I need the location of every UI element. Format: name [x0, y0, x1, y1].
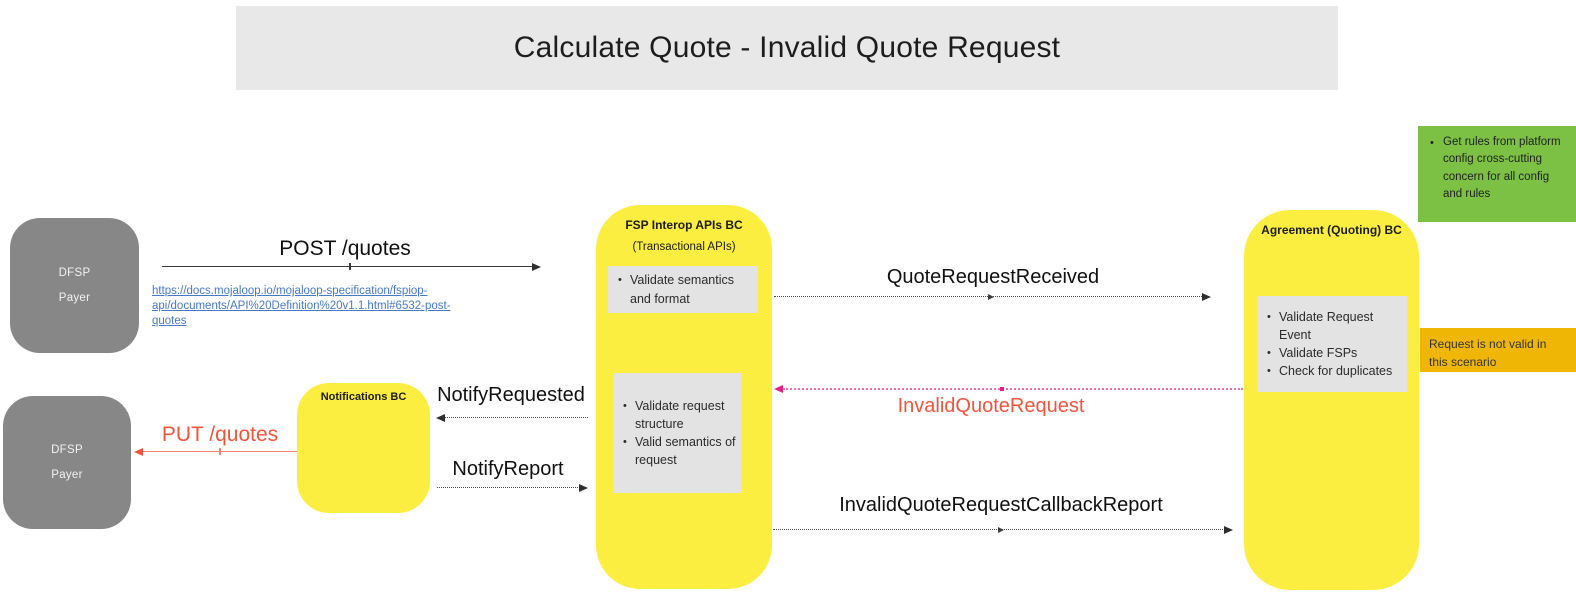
arrowhead-right-icon	[1224, 526, 1233, 534]
message-label-put-quotes: PUT /quotes	[161, 423, 279, 446]
task-item: Validate FSPs	[1267, 344, 1407, 362]
page-title: Calculate Quote - Invalid Quote Request	[513, 31, 1061, 64]
arrowhead-left-icon	[134, 448, 143, 456]
actor-dfsp-payer-bottom[interactable]: DFSP Payer	[3, 396, 131, 529]
message-label-notify-report: NotifyReport	[452, 458, 564, 480]
component-subtitle: (Transactional APIs)	[632, 241, 736, 253]
note-text: Request is not valid in this scenario	[1429, 337, 1547, 369]
task-item: Validate Request Event	[1267, 308, 1407, 344]
actor-name: DFSP	[51, 444, 83, 456]
component-title: Notifications BC	[320, 391, 407, 403]
message-label-post-quotes: POST /quotes	[279, 237, 411, 260]
arrow-mid-tick	[998, 527, 1004, 533]
arrow-mid-tick	[1000, 387, 1004, 391]
message-label-invalid-quote-request: InvalidQuoteRequest	[897, 395, 1085, 417]
notify-requested-arrow-line	[443, 417, 588, 418]
arrowhead-right-icon	[579, 484, 588, 492]
spec-link-line1: https://docs.mojaloop.io/mojaloop-specif…	[152, 285, 428, 297]
component-fsp-interop-apis-bc[interactable]: FSP Interop APIs BC (Transactional APIs)…	[596, 205, 772, 589]
task-item: Check for duplicates	[1267, 362, 1407, 380]
arrow-mid-tick	[219, 448, 221, 455]
component-agreement-quoting-bc[interactable]: Agreement (Quoting) BC Validate Request …	[1244, 210, 1419, 590]
message-label-notify-requested: NotifyRequested	[437, 384, 585, 406]
task-panel-validate-request[interactable]: Validate request structure Valid semanti…	[613, 373, 741, 493]
component-title: Agreement (Quoting) BC	[1261, 223, 1402, 237]
actor-name: DFSP	[58, 267, 91, 279]
arrowhead-right-icon	[1202, 293, 1211, 301]
arrowhead-left-icon	[774, 385, 783, 393]
actor-role: Payer	[51, 469, 83, 481]
note-green-rules[interactable]: Get rules from platform config cross-cut…	[1418, 126, 1576, 222]
task-panel-validate-semantics[interactable]: Validate semantics and format	[608, 266, 758, 313]
message-label-invalid-quote-request-callback-report: InvalidQuoteRequestCallbackReport	[839, 494, 1163, 516]
arrow-mid-tick	[349, 263, 351, 270]
invalid-quote-request-arrow-line	[783, 388, 1243, 390]
actor-dfsp-payer-top[interactable]: DFSP Payer	[10, 218, 139, 353]
component-notifications-bc[interactable]: Notifications BC	[297, 383, 430, 513]
notify-report-arrow-line	[437, 487, 580, 488]
task-item: Validate semantics and format	[618, 271, 758, 307]
component-title: FSP Interop APIs BC	[625, 218, 743, 232]
spec-link-line2: api/documents/API%20Definition%20v1.1.ht…	[152, 300, 451, 327]
task-item: Valid semantics of request	[623, 433, 741, 469]
arrowhead-left-icon	[436, 414, 445, 422]
arrowhead-right-icon	[532, 263, 541, 271]
spec-link[interactable]: https://docs.mojaloop.io/mojaloop-specif…	[152, 284, 482, 329]
task-panel-agreement-validations[interactable]: Validate Request Event Validate FSPs Che…	[1257, 296, 1407, 392]
actor-role: Payer	[58, 292, 91, 304]
note-amber-invalid-request[interactable]: Request is not valid in this scenario	[1420, 328, 1576, 372]
title-bar: Calculate Quote - Invalid Quote Request	[236, 6, 1338, 90]
post-quotes-arrow-line	[162, 266, 532, 267]
arrow-mid-tick	[988, 294, 994, 300]
note-text: Get rules from platform config cross-cut…	[1430, 134, 1566, 203]
message-label-quote-request-received: QuoteRequestReceived	[886, 266, 1100, 288]
task-item: Validate request structure	[623, 397, 741, 433]
